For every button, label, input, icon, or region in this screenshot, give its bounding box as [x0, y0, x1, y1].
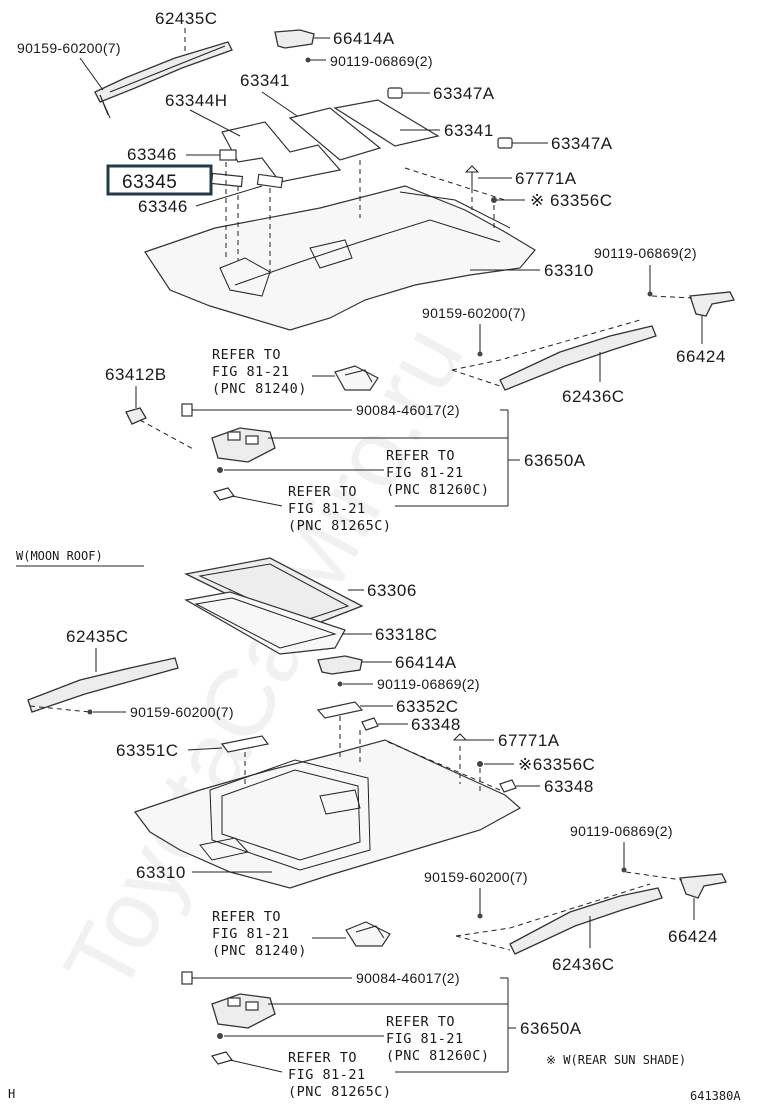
label-63341-b[interactable]: 63341: [444, 121, 494, 140]
label-63310-lower[interactable]: 63310: [136, 863, 186, 882]
part-66414A-lower[interactable]: [317, 655, 363, 675]
ref-lower-3-line2: FIG 81-21: [288, 1067, 366, 1083]
footer-left-code: H: [8, 1087, 15, 1101]
part-lens-lower[interactable]: [210, 1051, 234, 1065]
label-66414A[interactable]: 66414A: [333, 29, 395, 48]
label-90084-46017-upper[interactable]: 90084-46017(2): [356, 402, 460, 418]
part-63346-a[interactable]: [219, 149, 237, 161]
label-90084-46017-lower[interactable]: 90084-46017(2): [356, 970, 460, 986]
ref-upper-3-line1: REFER TO: [288, 484, 357, 500]
part-63347A-b[interactable]: [497, 137, 513, 149]
ref-lower-2-line2: FIG 81-21: [386, 1031, 464, 1047]
part-62436C-lower[interactable]: [509, 887, 663, 955]
ref-upper-3-line3: (PNC 81265C): [288, 518, 392, 534]
ref-upper-1-line2: FIG 81-21: [212, 364, 290, 380]
ref-upper-1-line1: REFER TO: [212, 347, 281, 363]
label-90119-06869-lower-a[interactable]: 90119-06869(2): [377, 676, 480, 692]
part-63348-b[interactable]: [499, 779, 517, 793]
lower-section: W(MOON ROOF) 63306 63318C 62435C 90159-6…: [8, 549, 741, 1103]
part-62435C-upper[interactable]: [94, 41, 233, 103]
label-90159-60200-lower-a[interactable]: 90159-60200(7): [130, 704, 234, 720]
part-66424-upper[interactable]: [689, 291, 735, 317]
ref-upper-2-line2: FIG 81-21: [386, 465, 464, 481]
footer-note: ※ W(REAR SUN SHADE): [546, 1053, 686, 1067]
part-63650A-upper[interactable]: [211, 427, 276, 463]
part-62435C-lower[interactable]: [27, 657, 179, 713]
part-63347A-a[interactable]: [387, 87, 403, 99]
label-63306[interactable]: 63306: [367, 581, 417, 600]
ref-lower-3-line3: (PNC 81265C): [288, 1084, 392, 1100]
part-lamp-81240-upper[interactable]: [334, 365, 379, 391]
part-90084-upper[interactable]: [181, 403, 193, 417]
ref-lower-1-line3: (PNC 81240): [212, 943, 307, 959]
part-63351C[interactable]: [220, 735, 270, 753]
part-lamp-81240-lower[interactable]: [345, 921, 391, 947]
part-lens-upper[interactable]: [212, 487, 236, 501]
label-63356C-lower[interactable]: ※63356C: [518, 755, 595, 774]
part-66414A-upper[interactable]: [274, 29, 315, 49]
label-62435C[interactable]: 62435C: [155, 9, 218, 28]
ref-upper-3-line2: FIG 81-21: [288, 501, 366, 517]
label-63310-upper[interactable]: 63310: [544, 261, 594, 280]
label-63346-a[interactable]: 63346: [127, 145, 177, 164]
ref-upper-2-line1: REFER TO: [386, 448, 455, 464]
part-63341-pad-b[interactable]: [333, 99, 440, 147]
label-63346-b[interactable]: 63346: [138, 197, 188, 216]
part-63348-a[interactable]: [361, 717, 379, 731]
label-66424-upper[interactable]: 66424: [676, 347, 726, 366]
part-63650A-lower[interactable]: [211, 993, 276, 1029]
ref-upper-2-line3: (PNC 81260C): [386, 482, 490, 498]
ref-lower-2-line1: REFER TO: [386, 1014, 455, 1030]
label-63650A-lower[interactable]: 63650A: [520, 1019, 582, 1038]
ref-upper-1-line3: (PNC 81240): [212, 381, 307, 397]
label-90159-60200-b[interactable]: 90159-60200(7): [422, 305, 526, 321]
label-63412B[interactable]: 63412B: [105, 365, 167, 384]
ref-lower-1-line2: FIG 81-21: [212, 926, 290, 942]
label-90159-60200-a[interactable]: 90159-60200(7): [17, 40, 121, 56]
label-66424-lower[interactable]: 66424: [668, 927, 718, 946]
label-90119-06869-a[interactable]: 90119-06869(2): [330, 53, 433, 69]
label-63347A-b[interactable]: 63347A: [551, 134, 613, 153]
part-66424-lower[interactable]: [679, 873, 727, 899]
ref-lower-2-line3: (PNC 81260C): [386, 1048, 490, 1064]
label-63318C[interactable]: 63318C: [375, 625, 438, 644]
label-62436C-upper[interactable]: 62436C: [562, 387, 625, 406]
label-63347A-a[interactable]: 63347A: [433, 84, 495, 103]
label-62435C-lower[interactable]: 62435C: [66, 627, 129, 646]
part-63341-pad-a[interactable]: [288, 107, 382, 161]
label-63352C[interactable]: 63352C: [396, 697, 459, 716]
label-90159-60200-lower-b[interactable]: 90159-60200(7): [424, 869, 528, 885]
label-63341-a[interactable]: 63341: [240, 71, 290, 90]
label-62436C-lower[interactable]: 62436C: [552, 955, 615, 974]
label-67771A[interactable]: 67771A: [515, 169, 577, 188]
label-63348-b[interactable]: 63348: [544, 777, 594, 796]
moon-roof-title: W(MOON ROOF): [16, 549, 103, 563]
part-63352C[interactable]: [316, 701, 364, 719]
label-63344H[interactable]: 63344H: [165, 91, 228, 110]
label-63348-a[interactable]: 63348: [411, 715, 461, 734]
label-90119-06869-b[interactable]: 90119-06869(2): [594, 245, 697, 261]
ref-lower-1-line1: REFER TO: [212, 909, 281, 925]
label-63650A-upper[interactable]: 63650A: [524, 451, 586, 470]
label-63345[interactable]: 63345: [122, 172, 177, 193]
part-63344H[interactable]: [221, 121, 342, 183]
figure-code: 641380A: [690, 1089, 741, 1103]
part-63346-b[interactable]: [256, 173, 284, 189]
part-62436C-upper[interactable]: [499, 325, 657, 391]
label-67771A-lower[interactable]: 67771A: [498, 731, 560, 750]
part-63345[interactable]: [210, 172, 244, 188]
part-63318C[interactable]: [184, 591, 346, 655]
label-63356C[interactable]: ※ 63356C: [530, 191, 613, 210]
label-90119-06869-lower-b[interactable]: 90119-06869(2): [570, 823, 673, 839]
ref-lower-3-line1: REFER TO: [288, 1050, 357, 1066]
upper-section: 62435C 90159-60200(7) 66414A 90119-06869…: [17, 9, 735, 534]
label-63351C[interactable]: 63351C: [116, 741, 179, 760]
part-63310-upper[interactable]: [144, 167, 536, 331]
part-90084-lower[interactable]: [181, 971, 193, 985]
part-63310-lower[interactable]: [134, 739, 522, 889]
label-66414A-lower[interactable]: 66414A: [395, 653, 457, 672]
